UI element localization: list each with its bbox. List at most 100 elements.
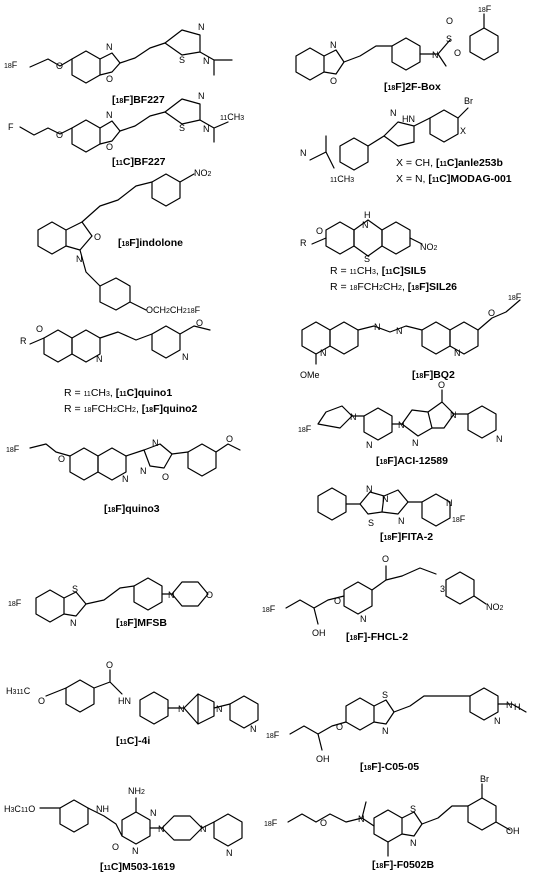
compound-label: [11C]-4i — [116, 735, 150, 747]
atom-o: O — [106, 74, 113, 84]
atom-n: N — [398, 420, 405, 430]
atom-n: N — [300, 148, 307, 158]
atom-n: N — [362, 220, 369, 230]
atom-h3-11c: H311C — [6, 686, 31, 696]
atom-oh: OH — [312, 628, 326, 638]
compound-label: [18F]indolone — [118, 237, 183, 249]
compound-2f-box-18f: N O N S O O 18F [18F]2F-Box — [295, 4, 499, 93]
atom-o: O — [162, 472, 169, 482]
atom-n: N — [450, 410, 457, 420]
atom-n: N — [76, 254, 83, 264]
atom-n: N — [198, 91, 205, 101]
atom-s: S — [179, 55, 185, 65]
atom-18f: 18F — [478, 4, 492, 14]
atom-o: O — [94, 232, 101, 242]
atom-o: O — [488, 308, 495, 318]
atom-n: N — [432, 50, 439, 60]
compound-label: [11C]BF227 — [112, 156, 166, 168]
atom-n: N — [158, 824, 165, 834]
atom-r: R — [20, 336, 27, 346]
atom-n: N — [122, 474, 129, 484]
compound-label: [18F]-F0502B — [372, 859, 434, 871]
compound-label: [18F]-C05-05 — [360, 761, 419, 773]
compound-label-sil5: R = 11CH3, [11C]SIL5 — [330, 265, 426, 277]
compound-label-anle253b: X = CH, [11C]anle253b — [396, 157, 503, 169]
atom-f: F — [8, 122, 14, 132]
atom-n: N — [168, 590, 175, 600]
atom-n: N — [106, 42, 113, 52]
atom-11ch3: 11CH3 — [220, 112, 244, 122]
atom-r: R — [300, 238, 307, 248]
compound-indolone-18f: O N NO2 OCH2CH218F [18F]indolone — [37, 168, 212, 315]
atom-hn: HN — [402, 114, 415, 124]
atom-h3c-11o: H3C11O — [4, 804, 35, 814]
atom-18f: 18F — [6, 444, 20, 454]
atom-n: N — [150, 808, 157, 818]
atom-x: X — [460, 126, 466, 136]
compound-label-quino1: R = 11CH3, [11C]quino1 — [64, 387, 172, 399]
atom-n: N — [390, 108, 397, 118]
atom-18f: 18F — [508, 292, 522, 302]
atom-hn: HN — [118, 696, 131, 706]
atom-o: O — [36, 324, 43, 334]
compound-label: [18F]FITA-2 — [380, 531, 433, 543]
atom-n: N — [382, 726, 389, 736]
atom-n: N — [203, 56, 210, 66]
atom-o: O — [196, 318, 203, 328]
atom-18f: 18F — [298, 424, 312, 434]
atom-n: N — [178, 704, 185, 714]
compound-anle253b-modag: N 11CH3 N HN Br X X = CH, [11C]anle253b … — [300, 96, 512, 185]
atom-s: S — [410, 804, 416, 814]
compound-mfsb-18f: 18F S N N O [18F]MFSB — [8, 577, 213, 629]
atom-n: N — [446, 498, 453, 508]
atom-n: N — [106, 110, 113, 120]
atom-n: N — [350, 412, 357, 422]
atom-s: S — [179, 123, 185, 133]
atom-18f: 18F — [266, 730, 280, 740]
atom-nh2: NH2 — [128, 786, 145, 796]
atom-n: N — [410, 838, 417, 848]
atom-n: N — [140, 466, 147, 476]
atom-och2ch2-18f: OCH2CH218F — [146, 305, 201, 315]
atom-no2: NO2 — [486, 602, 504, 612]
atom-o: O — [56, 130, 63, 140]
atom-o: O — [206, 590, 213, 600]
compound-fhcl2-18f: 18F OH O N O 3 NO2 [18F]-FHCL-2 — [262, 554, 504, 643]
atom-o: O — [330, 76, 337, 86]
atom-o: O — [56, 61, 63, 71]
atom-n: N — [494, 716, 501, 726]
atom-n: N — [358, 814, 365, 824]
atom-n: N — [96, 354, 103, 364]
compound-f0502b-18f: 18F O N S N Br OH [18F]-F0502B — [264, 774, 520, 871]
atom-n: N — [412, 438, 419, 448]
atom-s: S — [72, 584, 78, 594]
compound-bf227-11c: F O N O N S N 11CH3 [11C]BF227 — [8, 91, 244, 168]
atom-n: N — [250, 724, 257, 734]
compound-label: [18F]MFSB — [116, 617, 167, 629]
atom-n: N — [203, 124, 210, 134]
atom-n: N — [226, 848, 233, 858]
atom-n: N — [152, 438, 159, 448]
atom-18f: 18F — [8, 598, 22, 608]
compound-label: [18F]2F-Box — [384, 81, 441, 93]
compound-label: [18F]BF227 — [112, 94, 165, 106]
atom-n: N — [330, 40, 337, 50]
atom-br: Br — [480, 774, 489, 784]
atom-n: N — [182, 352, 189, 362]
atom-n: N — [496, 434, 503, 444]
compound-label: [11C]M503-1619 — [100, 861, 175, 873]
atom-s: S — [446, 34, 452, 44]
atom-no2: NO2 — [420, 242, 438, 252]
atom-n: N — [216, 704, 223, 714]
compound-quino3-18f: 18F O N N N O O [18F]quino3 — [6, 434, 241, 515]
atom-br: Br — [464, 96, 473, 106]
compound-quino1-quino2: R O N N O R = 11CH3, [11C]quino1 R = 18F… — [20, 318, 211, 415]
atom-oh: OH — [506, 826, 520, 836]
compound-bq2-18f: N N N N O 18F OMe [18F]BQ2 — [300, 292, 522, 381]
atom-ome: OMe — [300, 370, 320, 380]
atom-o: O — [106, 660, 113, 670]
atom-o: O — [334, 596, 341, 606]
atom-n: N — [454, 348, 461, 358]
